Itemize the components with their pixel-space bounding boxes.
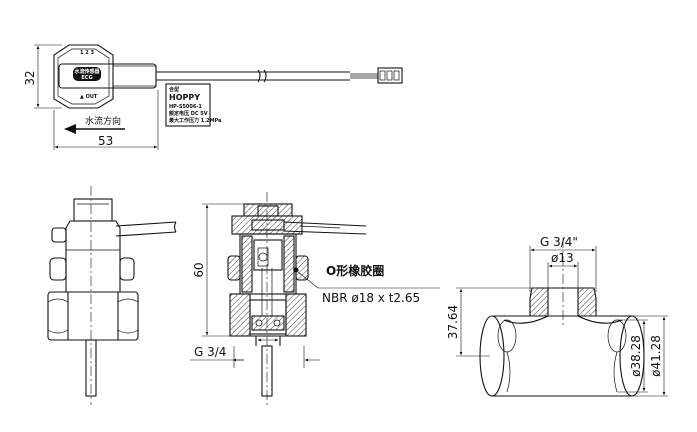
top-view: 水流传感器 ECG 1 2 3 ▲ OUT 合型 HOPPY HP-S5006-… [23, 44, 403, 150]
tag-line-1: 合型 [168, 86, 179, 93]
dim-thread-g34: G 3/4 [194, 345, 226, 359]
section-view: 60 G 3/4 O形橡胶圈 NBR ø18 x t2.65 [190, 192, 440, 405]
svg-text:1 2 3: 1 2 3 [80, 50, 94, 56]
flow-direction-label: 水流方向 [85, 115, 121, 127]
oring-title: O形橡胶圈 [326, 263, 384, 278]
dim-outer-4128: ø41.28 [649, 335, 663, 377]
dim-height-3764: 37.64 [446, 305, 460, 339]
oring-spec: NBR ø18 x t2.65 [322, 291, 420, 305]
svg-text:▲ OUT: ▲ OUT [80, 94, 98, 100]
tag-line-5: 最大工作压力 1.2MPa [169, 117, 221, 124]
dim-thread-g34-quote: G 3/4" [540, 235, 578, 249]
dim-width-53: 53 [98, 134, 113, 148]
mount-view: G 3/4" ø13 37.64 ø38.28 ø41.28 [446, 235, 668, 397]
tag-line-3: HP-S5006-1 [169, 104, 202, 110]
dim-inner-3828: ø38.28 [629, 335, 643, 377]
dim-height-32: 32 [23, 70, 37, 85]
body-label-2: ECG [81, 75, 92, 81]
body-label-1: 水流传感器 [73, 68, 100, 75]
dim-bore-13: ø13 [551, 251, 574, 265]
tag-line-2: HOPPY [169, 93, 200, 102]
side-view [47, 186, 177, 405]
dim-height-60: 60 [192, 262, 206, 277]
tag-line-4: 额定电压 DC 5V [169, 110, 208, 117]
